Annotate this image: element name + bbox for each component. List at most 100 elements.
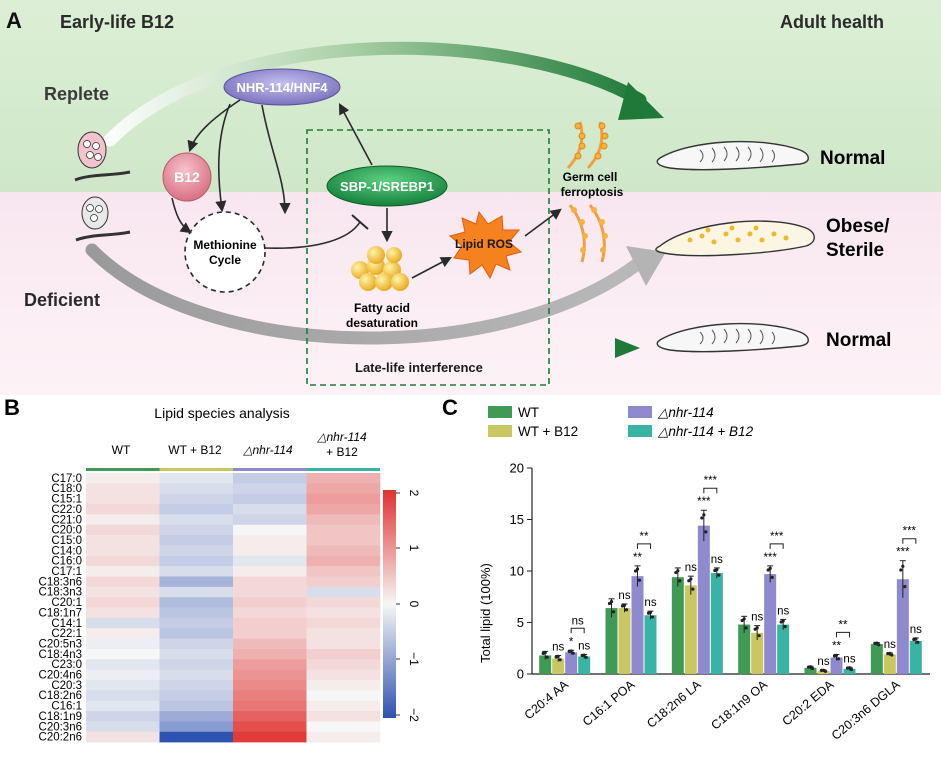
heatmap-row-label: C18:4n3: [39, 649, 82, 661]
data-point: [609, 599, 614, 604]
lipid-ros-burst: [448, 210, 523, 280]
significance-bracket: [836, 631, 850, 638]
heatmap-cell: [159, 566, 234, 577]
data-point: [781, 619, 785, 623]
nhr-114-node: [223, 68, 341, 106]
significance-bracket: [570, 627, 585, 634]
data-point: [637, 578, 642, 582]
significance-label: ns: [843, 653, 855, 665]
heatmap-cell: [306, 555, 381, 567]
data-point: [744, 626, 748, 630]
colorbar-ticks: 210−1−2: [396, 490, 421, 722]
data-point: [808, 665, 813, 669]
bracket-label: ***: [903, 526, 917, 538]
worm-normal-top-icon: [656, 140, 809, 171]
heatmap-cell: [233, 731, 307, 743]
heatmap-row-label: C18:2n6: [39, 690, 82, 702]
header-right: Adult health: [780, 12, 884, 32]
significance-label: ns: [884, 639, 896, 651]
deficient-arrow-head: [626, 246, 666, 286]
heatmap-cell: [86, 648, 160, 660]
heatmap-cell: [233, 648, 307, 660]
heatmap-cell: [233, 628, 307, 639]
significance-label: ns: [685, 562, 697, 574]
bar: [751, 632, 764, 674]
bar: [644, 615, 657, 674]
bracket-label: ns: [572, 615, 584, 627]
heatmap-row-label: C20:3: [51, 680, 82, 692]
data-point: [702, 513, 706, 517]
x-tick-label: C20:3n6 DGLA: [829, 677, 903, 743]
heatmap-cell: [86, 504, 160, 515]
heatmap-cell: [86, 586, 160, 598]
significance-label: ns: [644, 597, 656, 609]
y-axis-label: Total lipid (100%): [478, 563, 493, 663]
heatmap-cell: [306, 493, 381, 505]
heatmap-column-bar: [159, 468, 233, 471]
heatmap-cell: [306, 659, 381, 670]
deficient-label: Deficient: [24, 290, 100, 310]
colorbar-tick-label: −2: [407, 708, 421, 722]
heatmap-cell: [233, 483, 307, 494]
x-tick-label: C18:2n6 LA: [644, 677, 704, 731]
y-tick-label: 5: [517, 615, 524, 630]
heatmap-cell: [233, 638, 307, 650]
data-point: [899, 568, 903, 572]
heatmap-cell: [159, 514, 234, 526]
heatmap-cell: [306, 690, 381, 701]
heatmap-cell: [86, 700, 160, 712]
heatmap-cell: [86, 721, 160, 733]
heatmap-cell: [233, 576, 307, 588]
heatmap-cell: [233, 669, 307, 681]
data-point: [650, 615, 655, 619]
heatmap-row-label: C20:3n6: [39, 721, 82, 733]
heatmap-row-label: C16:1: [51, 701, 82, 713]
heatmap-cell: [306, 504, 381, 515]
sbp-1-node: [326, 165, 448, 207]
heatmap-cell: [233, 514, 307, 526]
heatmap-cell: [86, 514, 160, 526]
heatmap-cell: [86, 659, 160, 670]
bar: [830, 657, 843, 674]
heatmap-cell: [86, 669, 160, 681]
outcome-obese-2: Sterile: [826, 240, 884, 261]
heatmap-cell: [159, 545, 234, 557]
y-tick-label: 10: [510, 564, 524, 579]
bracket-label: **: [640, 531, 649, 543]
heatmap-row-label: C22:0: [51, 504, 82, 516]
heatmap-cell: [86, 711, 160, 722]
heatmap-row-label: C15:1: [51, 494, 82, 506]
heatmap-cell: [159, 473, 234, 484]
heatmap-cell: [233, 690, 307, 701]
data-point: [757, 634, 761, 638]
heatmap-column-bars: [86, 468, 380, 471]
heatmap-cell: [159, 617, 234, 629]
data-point: [783, 625, 787, 629]
bar: [909, 641, 922, 674]
heatmap-cell: [306, 473, 381, 484]
heatmap-row-label: C20:5n3: [39, 638, 82, 650]
significance-label: ns: [578, 640, 590, 652]
panel-a-diagram: A Early-life B12 Adult health Replete De…: [0, 0, 941, 395]
heatmap-cell: [86, 638, 160, 650]
data-point: [888, 651, 892, 655]
data-point: [704, 530, 708, 534]
heatmap-row-label: C20:4n6: [39, 670, 82, 682]
bar: [710, 573, 723, 674]
data-point: [545, 655, 549, 659]
replete-arrow-head: [618, 82, 664, 120]
heatmap-cell: [159, 504, 234, 515]
heatmap-col-label-wt: WT: [112, 443, 131, 457]
significance-label: **: [633, 552, 642, 564]
data-point: [689, 577, 693, 581]
bar: [552, 658, 565, 674]
data-point: [700, 516, 704, 520]
heatmap-cell: [233, 545, 307, 557]
fatty-acid-label-2: desaturation: [346, 316, 418, 330]
heatmap-cell: [159, 483, 234, 494]
bar: [578, 656, 591, 674]
heatmap-cell: [233, 680, 307, 691]
b12-label: B12: [174, 169, 200, 185]
data-point: [676, 569, 680, 573]
